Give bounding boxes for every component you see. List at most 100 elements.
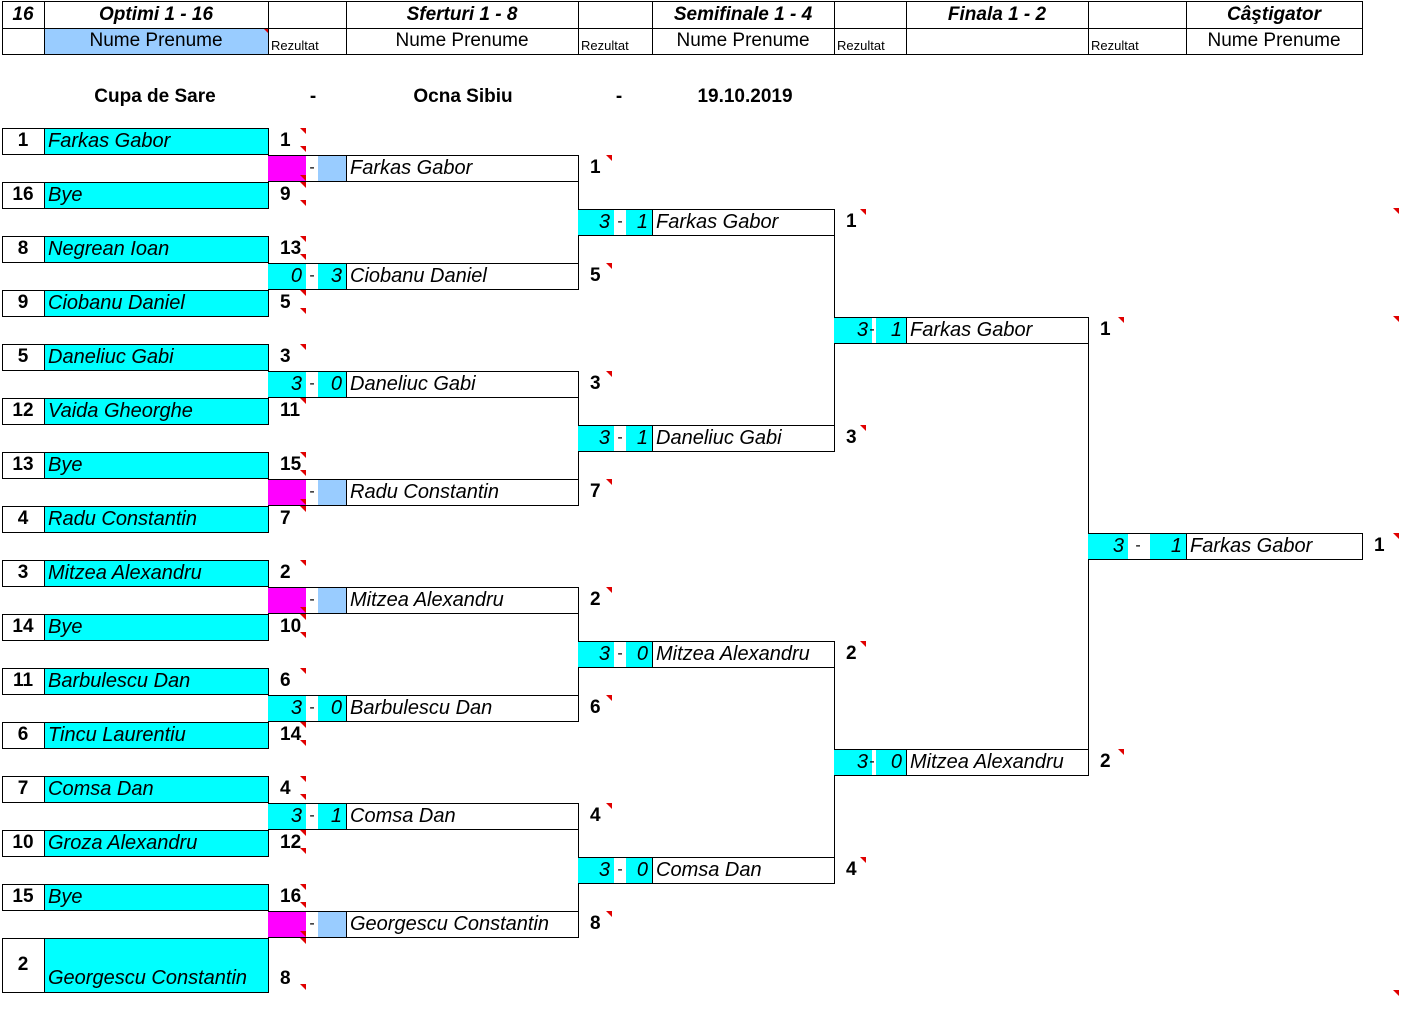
- match-score-right[interactable]: 0: [318, 371, 346, 397]
- match-score-right[interactable]: 1: [1150, 533, 1186, 559]
- advancing-player-name[interactable]: Farkas Gabor: [346, 155, 578, 181]
- grid-line: [578, 425, 835, 426]
- comment-marker-icon: [860, 425, 866, 431]
- advancing-player-name[interactable]: Mitzea Alexandru: [652, 641, 834, 667]
- player-name-cell[interactable]: Ciobanu Daniel: [44, 290, 268, 316]
- match-score-left[interactable]: 0: [268, 263, 306, 289]
- grid-line: [2, 236, 3, 263]
- grid-line: [2, 28, 1363, 29]
- comment-marker-icon: [300, 182, 306, 188]
- match-score-left[interactable]: 3: [1088, 533, 1128, 559]
- match-score-right[interactable]: 0: [626, 857, 652, 883]
- advancing-player-name[interactable]: Farkas Gabor: [906, 317, 1088, 343]
- grid-line: [268, 344, 269, 371]
- player-name-cell[interactable]: Vaida Gheorghe: [44, 398, 268, 424]
- player-number: 11: [280, 400, 301, 421]
- column-header-name[interactable]: Nume Prenume: [44, 28, 268, 54]
- player-name-cell[interactable]: Groza Alexandru: [44, 830, 268, 856]
- match-score-left[interactable]: [268, 911, 306, 937]
- player-name-cell[interactable]: Bye: [44, 452, 268, 478]
- match-score-right[interactable]: [318, 155, 346, 181]
- match-score-right[interactable]: 0: [876, 749, 906, 775]
- player-name-cell[interactable]: Mitzea Alexandru: [44, 560, 268, 586]
- match-score-right[interactable]: [318, 479, 346, 505]
- grid-line: [2, 506, 3, 533]
- grid-line: [268, 236, 269, 263]
- player-number: 14: [280, 724, 302, 745]
- player-name-cell[interactable]: Bye: [44, 182, 268, 208]
- grid-line: [346, 479, 347, 506]
- grid-line: [652, 209, 653, 236]
- match-score-left[interactable]: 3: [578, 857, 614, 883]
- grid-line: [2, 668, 3, 695]
- match-score-right[interactable]: 3: [318, 263, 346, 289]
- grid-line: [2, 452, 3, 479]
- grid-line: [44, 344, 45, 371]
- match-score-left[interactable]: 3: [268, 695, 306, 721]
- match-score-left[interactable]: 3: [578, 641, 614, 667]
- match-score-left[interactable]: 3: [268, 371, 306, 397]
- match-score-right[interactable]: 0: [318, 695, 346, 721]
- advancing-player-name[interactable]: Daneliuc Gabi: [652, 425, 834, 451]
- grid-line: [268, 803, 579, 804]
- match-score-left[interactable]: [268, 479, 306, 505]
- advancing-player-name[interactable]: Radu Constantin: [346, 479, 578, 505]
- grid-line: [1362, 533, 1363, 560]
- advancing-player-name[interactable]: Barbulescu Dan: [346, 695, 578, 721]
- seed-number: 2: [17, 954, 29, 975]
- advancing-player-name[interactable]: Farkas Gabor: [652, 209, 834, 235]
- advancing-player-name[interactable]: Comsa Dan: [652, 857, 834, 883]
- advancing-player-number: 3: [590, 373, 601, 394]
- player-name-cell[interactable]: Comsa Dan: [44, 776, 268, 802]
- match-score-right[interactable]: [318, 911, 346, 937]
- advancing-player-name[interactable]: Mitzea Alexandru: [346, 587, 578, 613]
- advancing-player-name[interactable]: Comsa Dan: [346, 803, 578, 829]
- match-score-left[interactable]: 3: [268, 803, 306, 829]
- grid-line: [1088, 559, 1363, 560]
- grid-line: [44, 290, 45, 317]
- match-score-left[interactable]: [268, 587, 306, 613]
- player-name-cell[interactable]: Daneliuc Gabi: [44, 344, 268, 370]
- player-name-cell[interactable]: Barbulescu Dan: [44, 668, 268, 694]
- match-score-left[interactable]: [268, 155, 306, 181]
- match-score-left[interactable]: 3: [834, 317, 872, 343]
- player-name-cell[interactable]: Georgescu Constantin: [44, 938, 268, 992]
- player-name-cell[interactable]: Radu Constantin: [44, 506, 268, 532]
- player-name-cell[interactable]: Tincu Laurentiu: [44, 722, 268, 748]
- player-name-cell[interactable]: Negrean Ioan: [44, 236, 268, 262]
- match-score-right[interactable]: 1: [318, 803, 346, 829]
- advancing-player-name[interactable]: Ciobanu Daniel: [346, 263, 578, 289]
- comment-marker-icon: [300, 398, 306, 404]
- match-score-right[interactable]: 1: [626, 209, 652, 235]
- grid-line: [44, 884, 45, 911]
- player-number: 3: [280, 346, 291, 367]
- match-score-left[interactable]: 3: [578, 209, 614, 235]
- grid-line: [268, 668, 269, 695]
- match-score-right[interactable]: 1: [626, 425, 652, 451]
- match-score-right[interactable]: 0: [626, 641, 652, 667]
- grid-line: [2, 506, 269, 507]
- grid-line: [578, 451, 835, 452]
- grid-line: [2, 694, 269, 695]
- comment-marker-icon: [300, 776, 306, 782]
- player-name-cell[interactable]: Bye: [44, 884, 268, 910]
- comment-marker-icon: [300, 236, 306, 242]
- match-score-right[interactable]: [318, 587, 346, 613]
- grid-line: [44, 560, 45, 587]
- seed-number: 12: [12, 400, 34, 421]
- grid-line: [2, 802, 269, 803]
- match-score-left[interactable]: 3: [578, 425, 614, 451]
- advancing-player-name[interactable]: Georgescu Constantin: [346, 911, 578, 937]
- column-header-result: Rezultat: [837, 38, 885, 53]
- player-name-cell[interactable]: Bye: [44, 614, 268, 640]
- advancing-player-name[interactable]: Mitzea Alexandru: [906, 749, 1088, 775]
- match-score-right[interactable]: 1: [876, 317, 906, 343]
- grid-line: [2, 262, 269, 263]
- comment-marker-icon: [1118, 317, 1124, 323]
- champion-name[interactable]: Farkas Gabor: [1186, 533, 1362, 559]
- grid-line: [268, 506, 269, 533]
- match-score-left[interactable]: 3: [834, 749, 872, 775]
- player-name-cell[interactable]: Farkas Gabor: [44, 128, 268, 154]
- advancing-player-name[interactable]: Daneliuc Gabi: [346, 371, 578, 397]
- grid-line: [906, 1, 907, 55]
